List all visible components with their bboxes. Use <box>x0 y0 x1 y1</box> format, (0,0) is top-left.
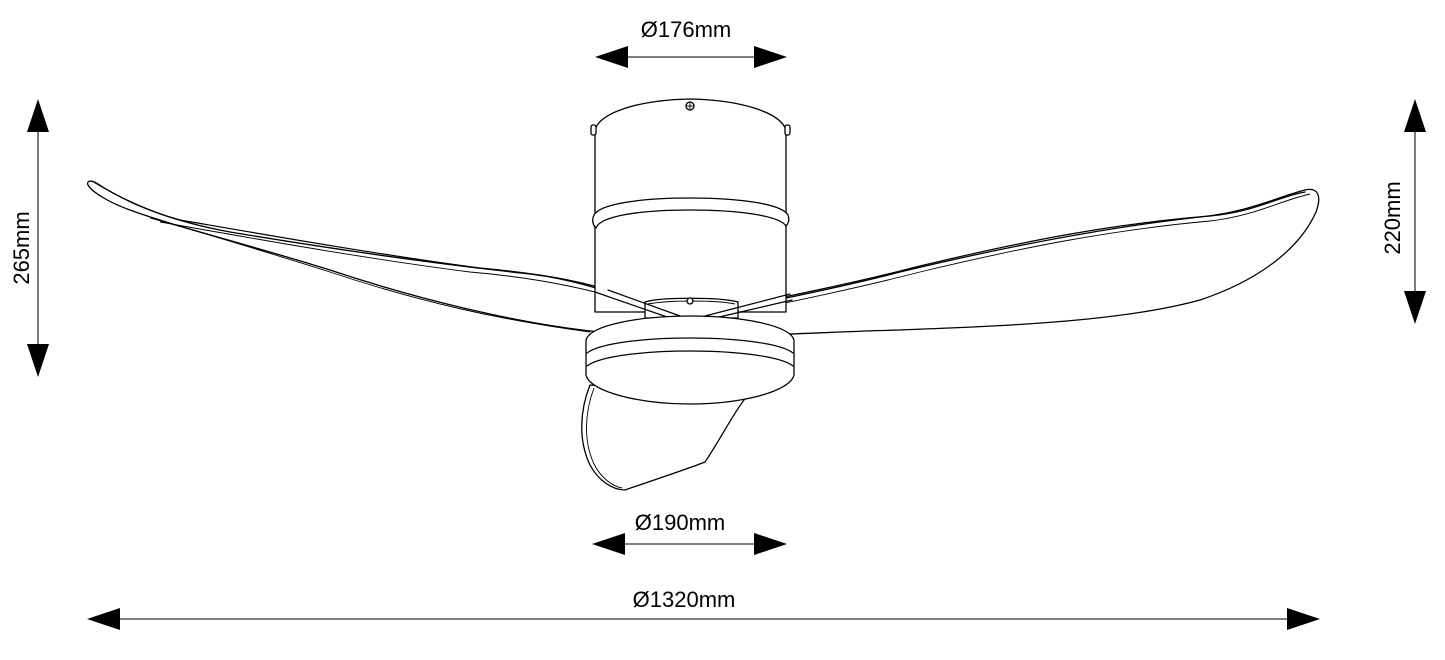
dimension-motor-diameter: Ø190mm <box>592 510 787 555</box>
hub-top <box>594 289 793 319</box>
blade-span-label: Ø1320mm <box>633 587 736 612</box>
motor-housing <box>585 315 795 405</box>
dimension-blade-span: Ø1320mm <box>87 587 1320 630</box>
total-height-label: 265mm <box>9 211 34 284</box>
dimension-total-height: 265mm <box>9 99 49 377</box>
canopy-diameter-label: Ø176mm <box>641 17 731 42</box>
ceiling-to-blade-height-label: 220mm <box>1380 181 1405 254</box>
lower-dome <box>581 384 749 491</box>
dimension-canopy-diameter: Ø176mm <box>595 17 787 68</box>
right-blade <box>699 188 1320 335</box>
canopy <box>590 98 791 313</box>
dimension-ceiling-to-blade-height: 220mm <box>1380 99 1426 324</box>
motor-diameter-label: Ø190mm <box>635 510 725 535</box>
